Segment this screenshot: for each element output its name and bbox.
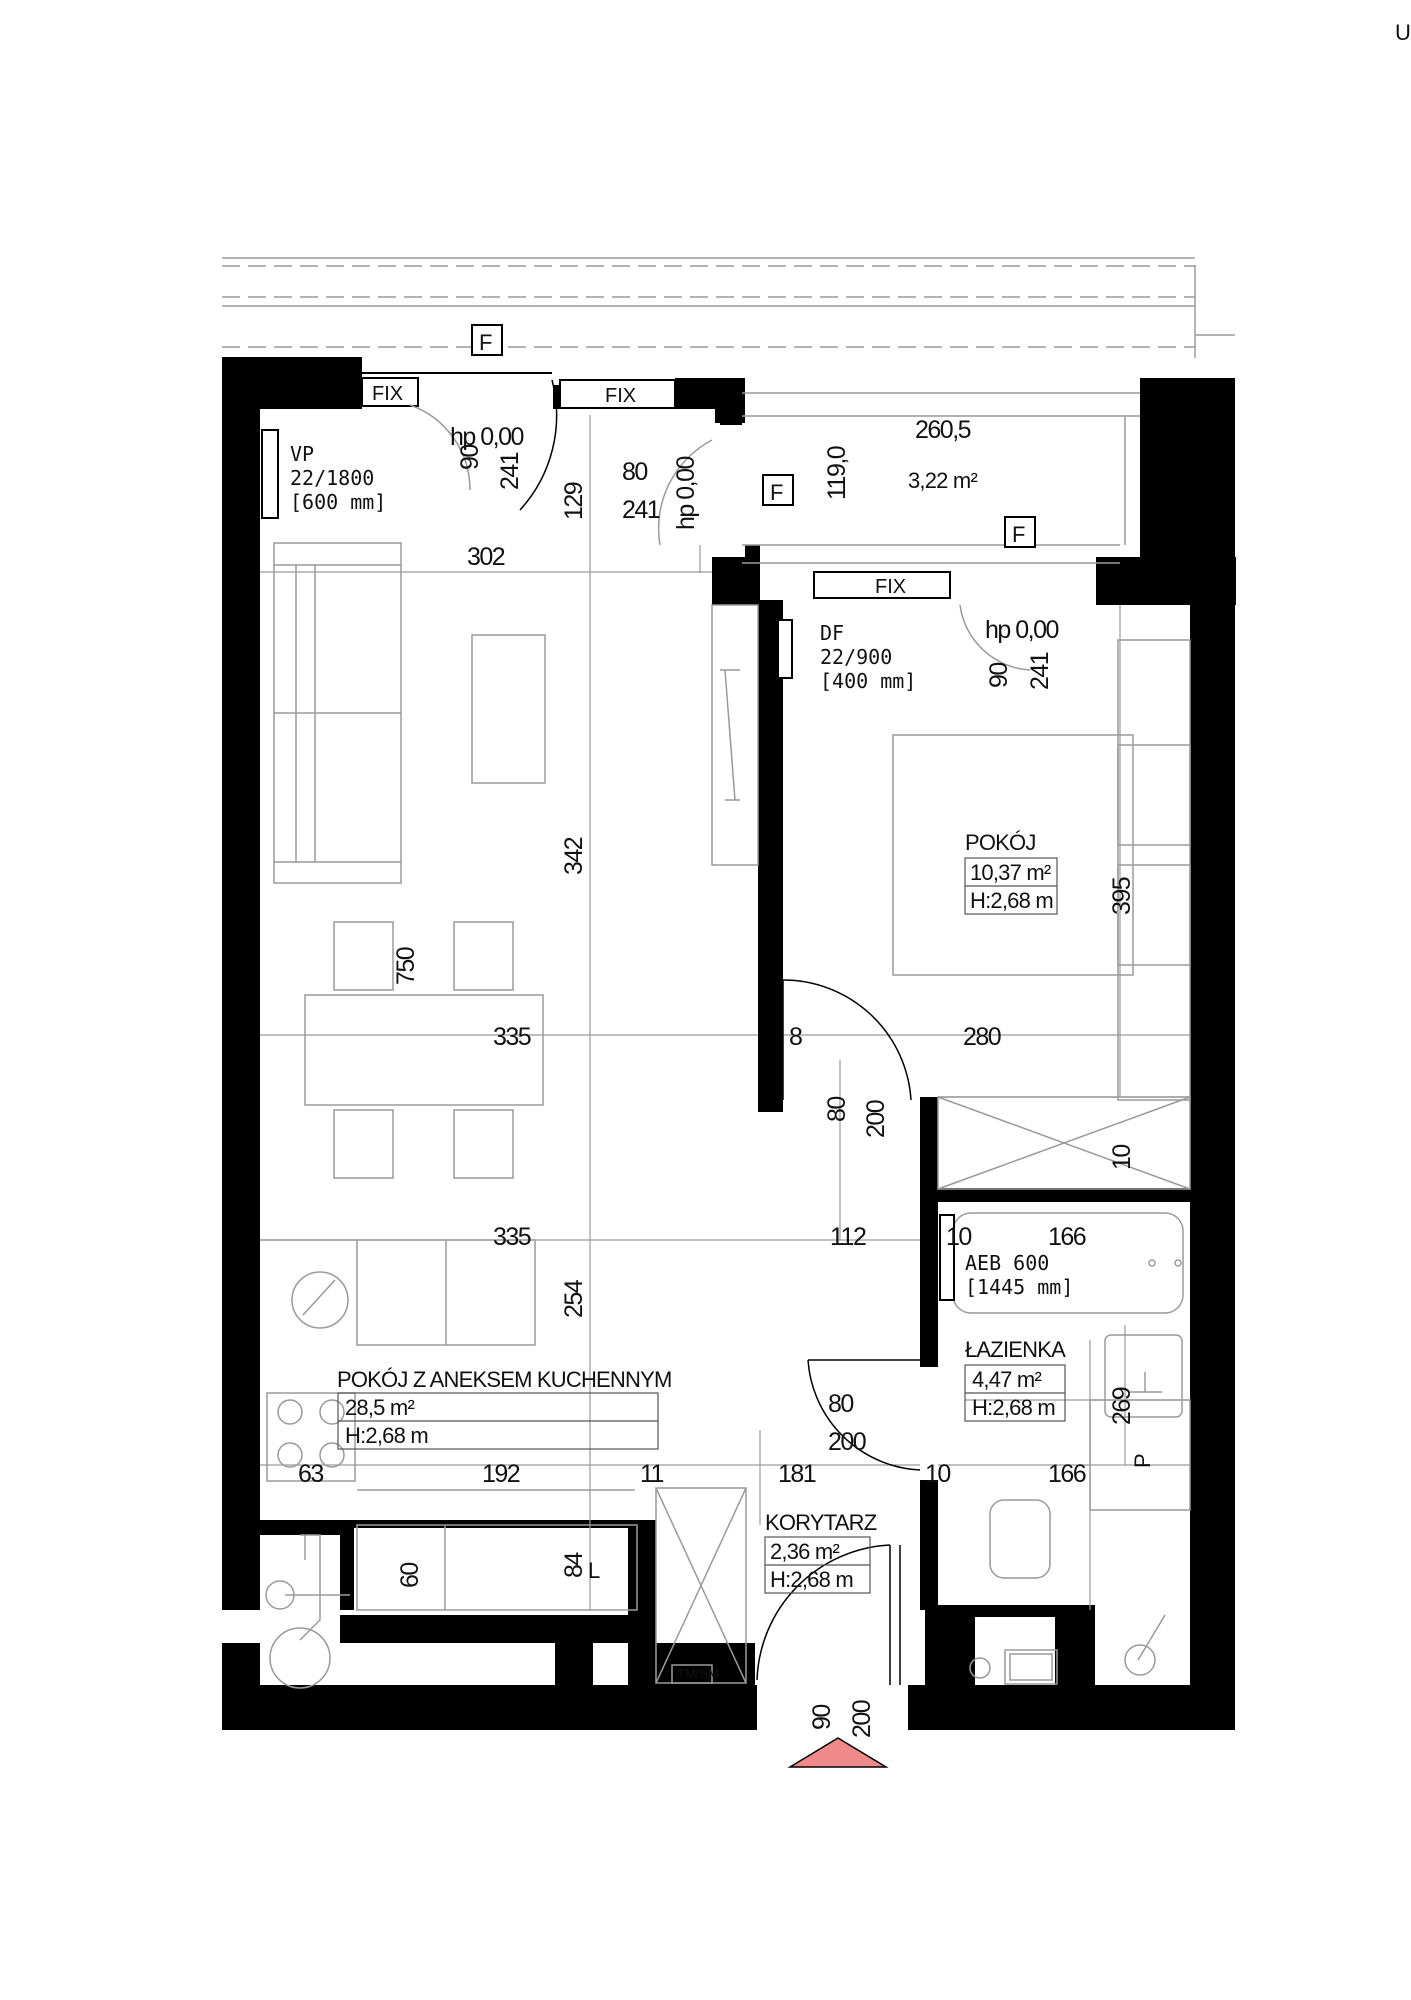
- dim-129: 129: [560, 482, 588, 520]
- tm-sm-label: TM/SM: [677, 1666, 719, 1681]
- f-marker-balcony: F: [770, 480, 783, 505]
- f-marker-bedroom: F: [1012, 522, 1025, 547]
- dim-269: 269: [1108, 1387, 1136, 1425]
- radiator-aeb-type: AEB 600: [965, 1251, 1049, 1275]
- dim-181: 181: [778, 1460, 816, 1488]
- dim-hp-door: hp 0,00: [672, 456, 700, 530]
- radiator-vp-spec: 22/1800: [290, 466, 374, 490]
- room-area-corridor: 2,36 m²: [770, 1539, 839, 1564]
- radiator-df-type: DF: [820, 621, 844, 645]
- room-name-living: POKÓJ Z ANEKSEM KUCHENNYM: [337, 1367, 672, 1392]
- furniture: [260, 542, 1191, 1689]
- room-area-living: 28,5 m²: [345, 1395, 414, 1420]
- dim-302: 302: [467, 543, 505, 571]
- room-area-bedroom: 10,37 m²: [970, 860, 1051, 885]
- dim-80-bath: 80: [828, 1390, 853, 1418]
- dim-10-v: 10: [1108, 1145, 1136, 1170]
- dining-table: [304, 994, 544, 1106]
- dim-hp-right: hp 0,00: [985, 616, 1059, 644]
- dim-90-entry: 90: [808, 1705, 836, 1730]
- room-name-bedroom: POKÓJ: [965, 830, 1036, 855]
- walls: [222, 357, 1236, 1730]
- dim-280: 280: [963, 1023, 1001, 1051]
- corner-mark: U: [1395, 20, 1410, 45]
- tv-unit: [711, 604, 759, 866]
- f-markers: [471, 324, 1036, 548]
- dim-335-a: 335: [493, 1023, 531, 1051]
- radiator-df-spec: 22/900: [820, 645, 892, 669]
- radiator-df: [777, 619, 793, 679]
- room-height-bedroom: H:2,68 m: [970, 888, 1053, 913]
- dim-90-left: 90: [456, 445, 484, 470]
- dim-119: 119,0: [823, 446, 851, 500]
- room-height-living: H:2,68 m: [345, 1423, 428, 1448]
- dim-8: 8: [789, 1023, 802, 1051]
- dim-166-b: 166: [1048, 1460, 1086, 1488]
- radiator-vp: [261, 429, 279, 519]
- room-name-bathroom: ŁAZIENKA: [965, 1337, 1066, 1362]
- sink: [291, 1271, 349, 1329]
- radiator-aeb: [939, 1214, 955, 1301]
- radiator-vp-type: VP: [290, 442, 314, 466]
- dim-750: 750: [392, 947, 420, 985]
- fix-label-1: FIX: [372, 383, 403, 405]
- dim-200-mid: 200: [862, 1100, 890, 1138]
- dim-11: 11: [640, 1460, 664, 1488]
- toilet: [989, 1499, 1051, 1579]
- doors: [409, 379, 1031, 1685]
- p-marker: P: [1130, 1454, 1155, 1468]
- dim-63: 63: [298, 1460, 323, 1488]
- room-height-corridor: H:2,68 m: [770, 1567, 853, 1592]
- dim-241-right: 241: [1026, 652, 1054, 690]
- facade-outline: [222, 257, 1235, 358]
- windows: [361, 372, 1140, 599]
- dim-192: 192: [482, 1460, 520, 1488]
- entrance-arrow: [787, 1737, 889, 1768]
- dim-241-top: 241: [622, 496, 660, 524]
- info-boxes: [337, 857, 1066, 1594]
- dim-80-top: 80: [622, 458, 647, 486]
- dim-84: 84: [560, 1552, 588, 1578]
- dim-254: 254: [560, 1279, 588, 1318]
- radiator-vp-length: [600 mm]: [290, 490, 386, 514]
- dim-80-mid: 80: [823, 1097, 851, 1122]
- radiator-aeb-length: [1445 mm]: [965, 1275, 1073, 1299]
- fix-label-3: FIX: [875, 576, 906, 598]
- dim-395: 395: [1108, 877, 1136, 915]
- dim-200-entry: 200: [848, 1700, 876, 1738]
- hob: [266, 1392, 356, 1482]
- coffee-table: [471, 634, 546, 784]
- dim-60: 60: [396, 1563, 424, 1588]
- bed: [892, 734, 1134, 976]
- dim-90-right: 90: [985, 663, 1013, 688]
- radiator-df-length: [400 mm]: [820, 669, 916, 693]
- dim-335-b: 335: [493, 1223, 531, 1251]
- fix-label-2: FIX: [605, 385, 636, 407]
- washbasin: [1104, 1334, 1183, 1418]
- f-marker-top: F: [479, 330, 492, 355]
- dim-10-a: 10: [946, 1223, 971, 1251]
- room-name-corridor: KORYTARZ: [765, 1510, 877, 1535]
- room-height-bathroom: H:2,68 m: [972, 1395, 1055, 1420]
- room-area-bathroom: 4,47 m²: [972, 1367, 1041, 1392]
- dim-166-a: 166: [1048, 1223, 1086, 1251]
- dim-112: 112: [830, 1223, 866, 1251]
- dim-241-left: 241: [496, 452, 524, 490]
- dim-hp-left: hp 0,00: [450, 423, 524, 451]
- dim-200-bath: 200: [828, 1428, 866, 1456]
- dim-10-b: 10: [925, 1460, 950, 1488]
- room-area-balcony: 3,22 m²: [908, 468, 977, 493]
- dim-260-5: 260,5: [915, 416, 971, 444]
- l-marker: L: [588, 1558, 600, 1583]
- dim-342: 342: [560, 837, 588, 875]
- radiators: [261, 429, 955, 1301]
